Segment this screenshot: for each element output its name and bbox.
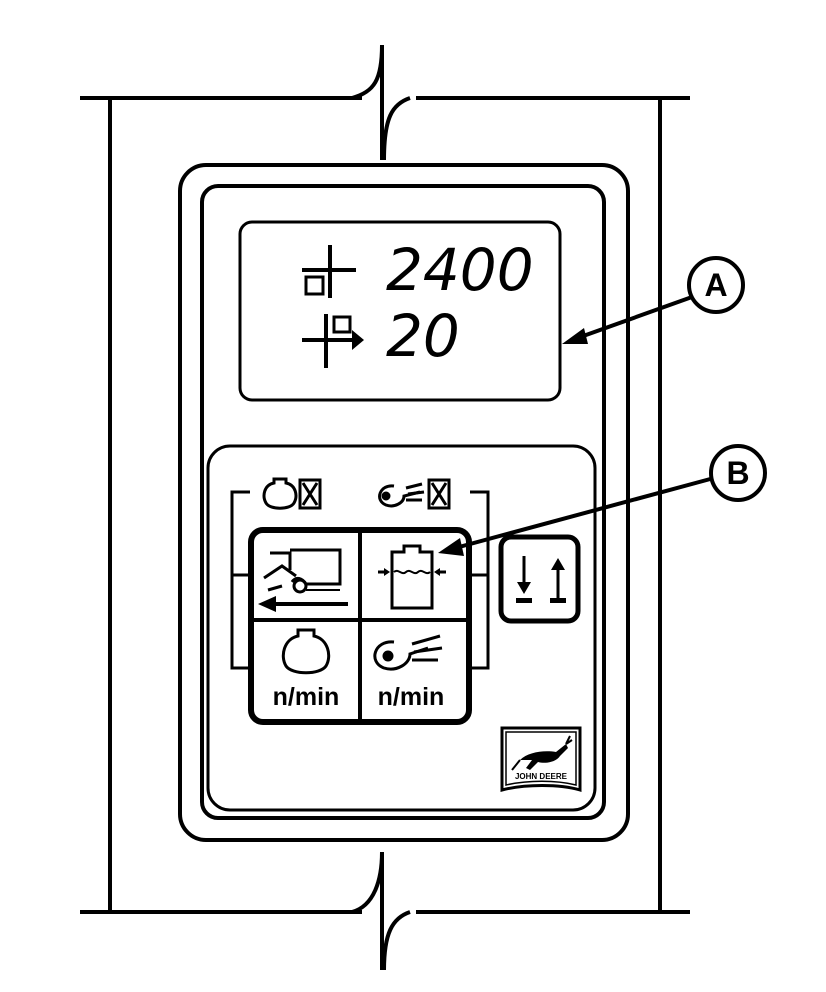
key-combine-reverse[interactable] [254,533,358,618]
callout-b-letter: B [726,455,749,491]
lcd-row1-value: 2400 [386,236,534,304]
brand-text: JOHN DEERE [515,772,568,781]
hourglass-icon [298,478,322,510]
callout-b: B [438,444,767,556]
callout-a: A [562,256,745,344]
cross-with-square-arrow-icon [302,314,364,368]
key-engine-rpm[interactable]: n/min [254,622,358,719]
header-left [262,477,322,510]
john-deere-badge: JOHN DEERE [500,726,582,793]
break-symbol-bottom [351,850,416,975]
key-engine-rpm-label: n/min [273,683,340,711]
fan-icon [373,634,443,671]
lcd-display [238,220,562,402]
down-up-arrows-icon [516,556,566,603]
break-symbol-top [351,40,416,162]
cross-with-square-icon [302,245,356,298]
key-fan-rpm[interactable]: n/min [362,622,466,719]
reverse-arrow-icon [258,596,348,612]
key-grain-tank[interactable] [362,533,466,618]
engine-icon [262,477,298,510]
side-key-down-up[interactable] [498,534,581,624]
header-right [378,478,451,510]
fan-icon [378,482,425,508]
hourglass-icon [427,478,451,510]
engine-icon [281,628,331,675]
key-fan-rpm-label: n/min [378,683,445,711]
callout-a-letter: A [704,267,727,303]
combine-reverse-icon [263,548,342,594]
grain-tank-level-icon [378,544,446,610]
lcd-row2-value: 20 [386,302,460,370]
deer-logo-icon [511,735,573,771]
